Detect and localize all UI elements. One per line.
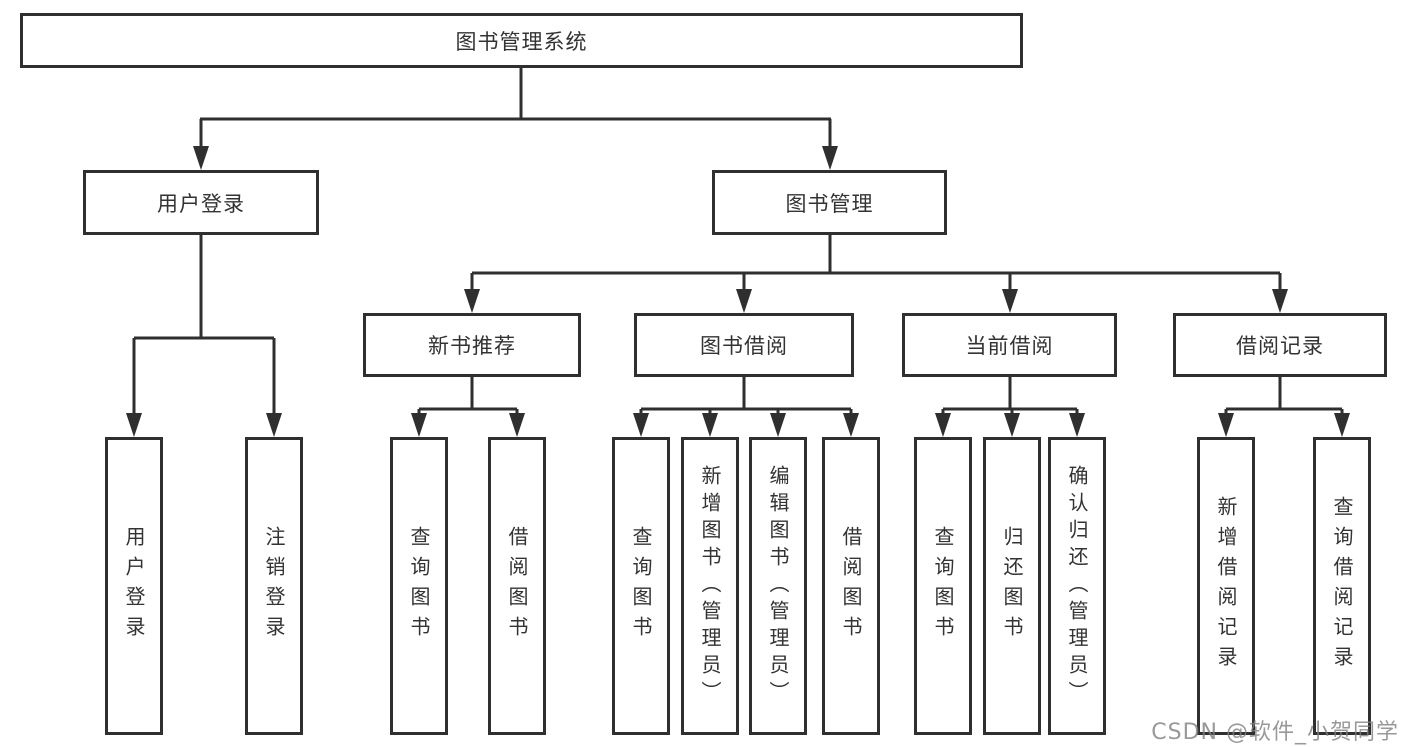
node-user-login-label: 用户登录 bbox=[157, 191, 245, 216]
node-root-label: 图书管理系统 bbox=[455, 29, 588, 54]
leaf-label: 注销登录 bbox=[262, 526, 286, 646]
leaf-label: 用户登录 bbox=[122, 526, 146, 646]
leaf-label: 借阅图书 bbox=[839, 526, 863, 646]
node-leaf-confirm-return-admin: 确认归还（管理员） bbox=[1048, 437, 1106, 735]
node-borrow-records: 借阅记录 bbox=[1173, 313, 1387, 377]
node-current-borrow: 当前借阅 bbox=[902, 313, 1117, 377]
node-root: 图书管理系统 bbox=[20, 13, 1023, 68]
node-new-book-recommend-label: 新书推荐 bbox=[428, 334, 516, 358]
node-new-book-recommend: 新书推荐 bbox=[363, 313, 581, 377]
leaf-label: 归还图书 bbox=[1000, 526, 1024, 646]
node-leaf-borrow-book-1: 借阅图书 bbox=[488, 437, 546, 735]
node-leaf-return-book: 归还图书 bbox=[983, 437, 1041, 735]
leaf-label: 借阅图书 bbox=[505, 526, 529, 646]
arrowhead-icons bbox=[126, 146, 1350, 437]
node-leaf-edit-book-admin: 编辑图书（管理员） bbox=[749, 437, 807, 735]
leaf-label: 新增图书（管理员） bbox=[698, 464, 722, 708]
node-book-management: 图书管理 bbox=[712, 170, 947, 235]
node-leaf-add-book-admin: 新增图书（管理员） bbox=[681, 437, 739, 735]
leaf-label: 确认归还（管理员） bbox=[1065, 464, 1089, 708]
node-leaf-query-borrow-record: 查询借阅记录 bbox=[1313, 437, 1371, 735]
node-leaf-user-login: 用户登录 bbox=[105, 437, 163, 735]
node-book-management-label: 图书管理 bbox=[785, 191, 874, 216]
node-book-borrow: 图书借阅 bbox=[634, 313, 854, 377]
node-book-borrow-label: 图书借阅 bbox=[700, 334, 788, 358]
node-leaf-query-book-3: 查询图书 bbox=[914, 437, 972, 735]
leaf-label: 查询图书 bbox=[407, 526, 431, 646]
leaf-label: 查询借阅记录 bbox=[1330, 496, 1354, 676]
node-leaf-logout: 注销登录 bbox=[245, 437, 303, 735]
connector-strokes bbox=[132, 68, 1344, 415]
leaf-label: 查询图书 bbox=[629, 526, 653, 646]
leaf-label: 新增借阅记录 bbox=[1214, 496, 1238, 676]
node-leaf-add-borrow-record: 新增借阅记录 bbox=[1197, 437, 1255, 735]
node-current-borrow-label: 当前借阅 bbox=[965, 334, 1054, 358]
node-leaf-query-book-2: 查询图书 bbox=[612, 437, 670, 735]
leaf-label: 编辑图书（管理员） bbox=[766, 464, 790, 708]
node-leaf-borrow-book-2: 借阅图书 bbox=[822, 437, 880, 735]
node-borrow-records-label: 借阅记录 bbox=[1236, 334, 1324, 358]
leaf-label: 查询图书 bbox=[931, 526, 955, 646]
node-user-login: 用户登录 bbox=[83, 170, 319, 235]
watermark: CSDN @软件_小贺同学 bbox=[1151, 720, 1399, 745]
node-leaf-query-book-1: 查询图书 bbox=[390, 437, 448, 735]
